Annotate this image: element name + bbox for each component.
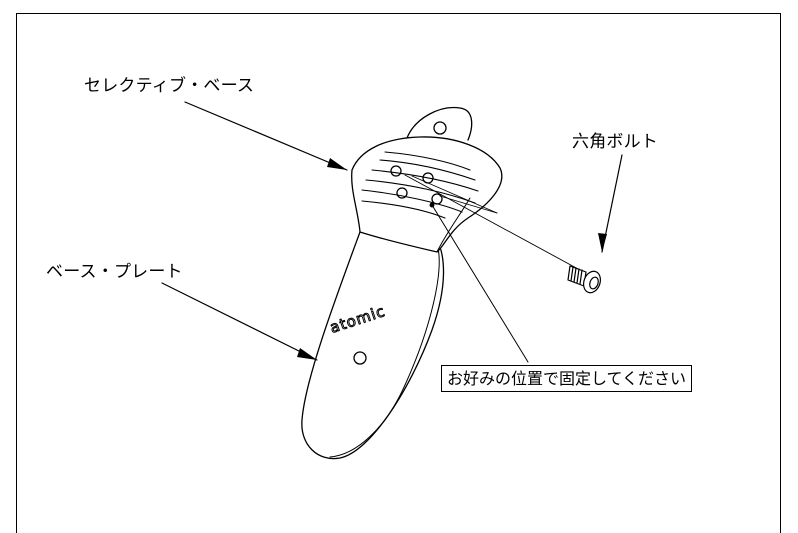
plate-hole — [353, 351, 367, 365]
assembly-diagram: atomic — [161, 101, 623, 460]
hex-bolt — [567, 265, 602, 294]
figure-frame — [16, 13, 781, 533]
bolt-axis — [404, 174, 581, 271]
mounting-tab — [406, 106, 473, 141]
callout-box: お好みの位置で固定してください — [441, 365, 693, 393]
selective-base-label: セレクティブ・ベース — [84, 76, 255, 96]
callout-leader — [431, 204, 529, 363]
selective-base-leader — [184, 101, 348, 171]
base-plate-leader — [161, 282, 318, 361]
hex-bolt-label: 六角ボルト — [572, 132, 658, 152]
tab-hole — [433, 121, 447, 135]
base-plate-label: ベース・プレート — [46, 262, 183, 282]
selective-base — [351, 136, 503, 253]
bolt-hole — [390, 165, 402, 177]
bolt-hole — [396, 187, 408, 199]
base-plate — [301, 231, 445, 460]
bolt-hole — [431, 193, 443, 205]
